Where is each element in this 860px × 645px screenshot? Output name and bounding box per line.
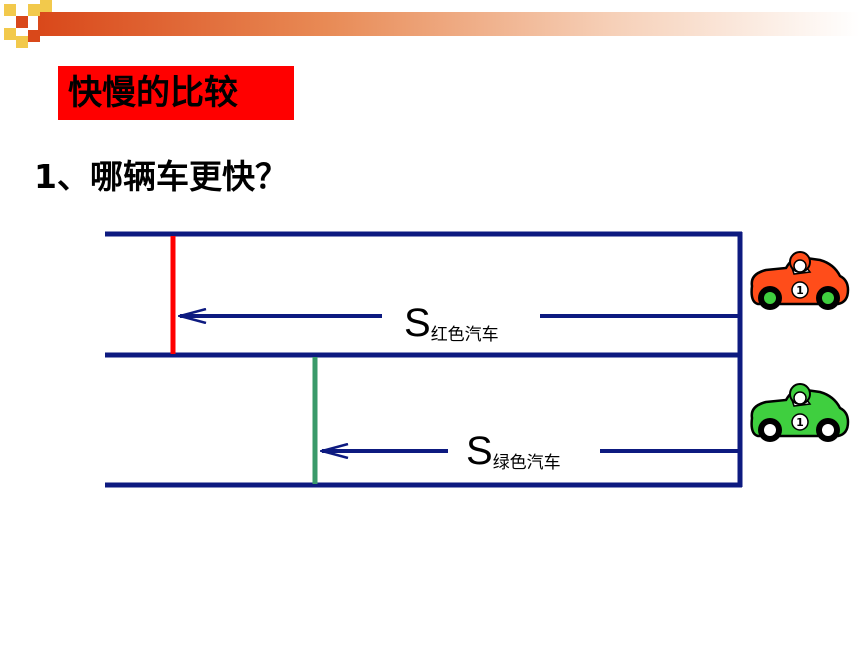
red-distance-symbol: S <box>404 301 431 345</box>
slide-title: 快慢的比较 <box>58 66 294 120</box>
svg-text:S红色汽车: S红色汽车 <box>404 301 499 345</box>
deco-square <box>40 0 52 12</box>
green-car-number: 1 <box>796 416 804 429</box>
question-text: 1、哪辆车更快？ <box>34 157 288 196</box>
green-distance-symbol: S <box>466 429 493 473</box>
svg-text:S绿色汽车: S绿色汽车 <box>466 429 561 473</box>
green-car-label: 绿色汽车 <box>493 453 561 473</box>
deco-square <box>28 4 40 16</box>
deco-square <box>4 4 16 16</box>
green-race-car-icon: 1 <box>750 383 850 442</box>
deco-square <box>28 30 40 42</box>
deco-square <box>4 28 16 40</box>
deco-square <box>16 36 28 48</box>
red-car-number: 1 <box>796 284 804 297</box>
red-car-label: 红色汽车 <box>431 325 499 345</box>
red-race-car-icon: 1 <box>750 251 850 310</box>
header-gradient-bar <box>38 12 860 36</box>
deco-square <box>16 16 28 28</box>
